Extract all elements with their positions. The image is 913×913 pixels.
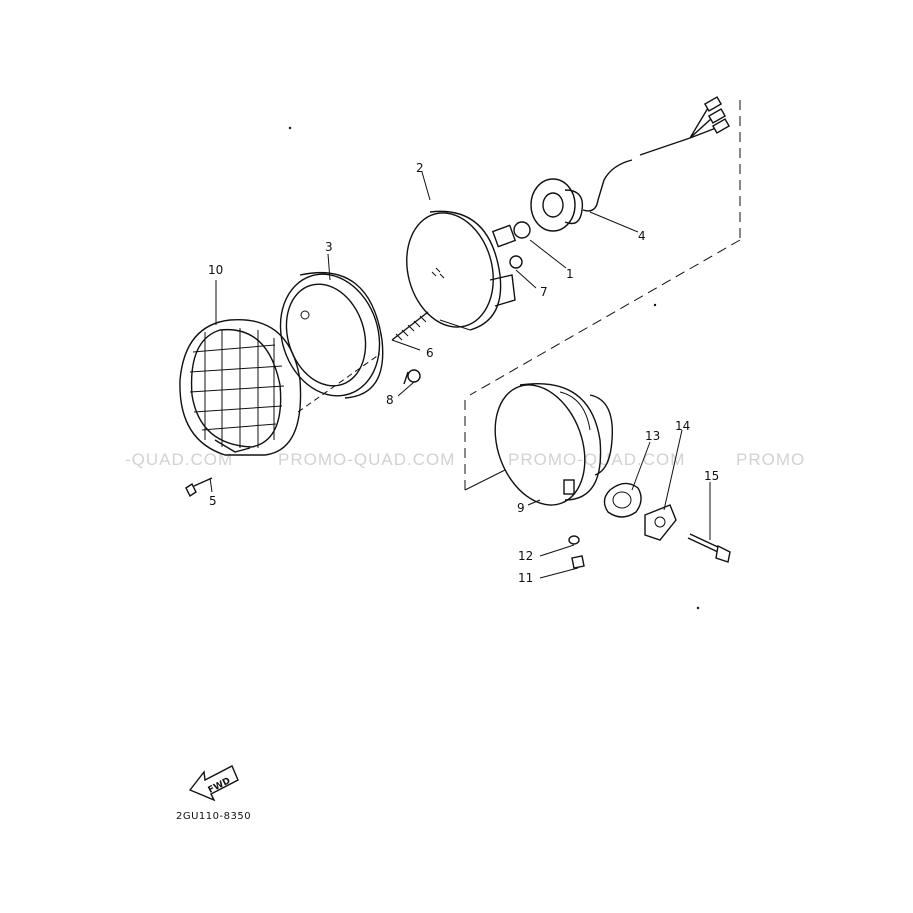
grille-screw <box>185 477 213 498</box>
fwd-arrow-icon: FWD <box>188 765 239 802</box>
label-part-11: 11 <box>518 571 533 585</box>
label-part-6: 6 <box>426 346 434 360</box>
nut <box>509 255 523 269</box>
label-part-15: 15 <box>704 469 719 483</box>
watermark-3: PROMO-QUAD.COM <box>508 450 685 469</box>
grille-guard <box>179 318 302 456</box>
adjusting-screw <box>391 311 429 341</box>
watermark-1: -QUAD.COM <box>125 450 233 469</box>
headlight-housing <box>494 383 614 506</box>
label-part-5: 5 <box>209 494 217 508</box>
label-part-1: 1 <box>566 267 574 281</box>
grommet <box>603 482 642 518</box>
label-part-10: 10 <box>208 263 223 277</box>
watermark-4: PROMO <box>736 450 805 469</box>
leader-lines <box>209 171 711 579</box>
label-part-13: 13 <box>645 429 660 443</box>
label-part-2: 2 <box>416 161 424 175</box>
label-part-14: 14 <box>675 419 690 433</box>
label-part-4: 4 <box>638 229 646 243</box>
bracket-plate <box>644 504 677 541</box>
assembly-frame-upper <box>297 100 741 413</box>
label-part-8: 8 <box>386 393 394 407</box>
headlight-unit <box>406 210 516 331</box>
watermark-2: PROMO-QUAD.COM <box>278 450 455 469</box>
assembly-frame-lower <box>464 400 506 491</box>
socket-cord <box>530 96 731 232</box>
housing-screw <box>571 555 585 569</box>
label-part-9: 9 <box>517 501 525 515</box>
label-part-3: 3 <box>325 240 333 254</box>
mounting-bolt <box>687 533 731 563</box>
rim-screw <box>403 369 421 385</box>
headlight-rim <box>279 271 384 399</box>
label-part-12: 12 <box>518 549 533 563</box>
drawing-code: 2GU110-8350 <box>176 811 251 822</box>
headlight-bulb <box>491 221 531 248</box>
label-part-7: 7 <box>540 285 548 299</box>
washer <box>568 535 580 545</box>
